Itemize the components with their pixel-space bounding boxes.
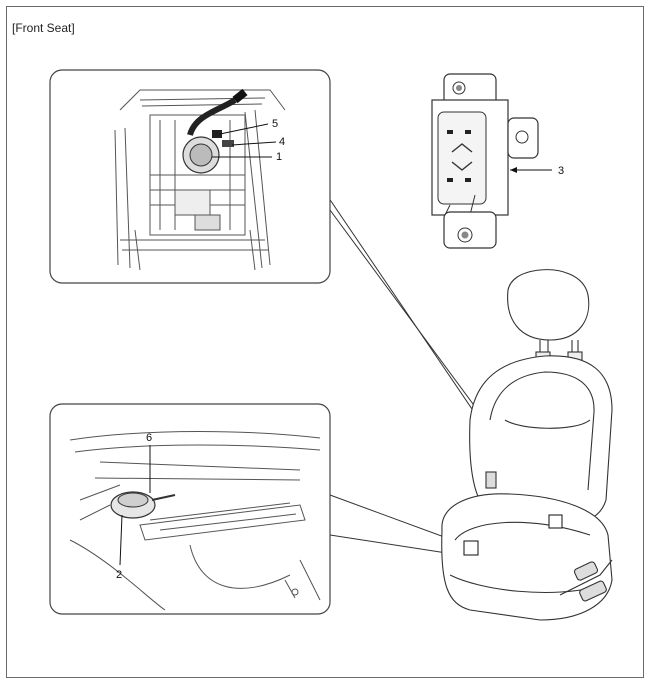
cushion-frame [69,431,321,611]
car-seat [441,269,613,621]
callout-3: 3 [558,165,564,177]
seat-switch-module: 3 [431,73,564,249]
callout-6: 6 [146,432,152,444]
seat-back-frame [114,89,286,271]
seat-motor [182,88,248,174]
callout-leaders-bottom [119,445,151,566]
top-inset: 5 4 1 [49,69,331,284]
bottom-inset: 6 2 [49,403,331,615]
callout-5: 5 [272,118,278,130]
diagram-title: [Front Seat] [12,21,75,35]
callout-4: 4 [279,136,285,148]
callout-1: 1 [276,151,282,163]
callout-leaders-top [212,123,277,158]
occupant-sensor [110,491,176,519]
callout-2: 2 [116,569,122,581]
